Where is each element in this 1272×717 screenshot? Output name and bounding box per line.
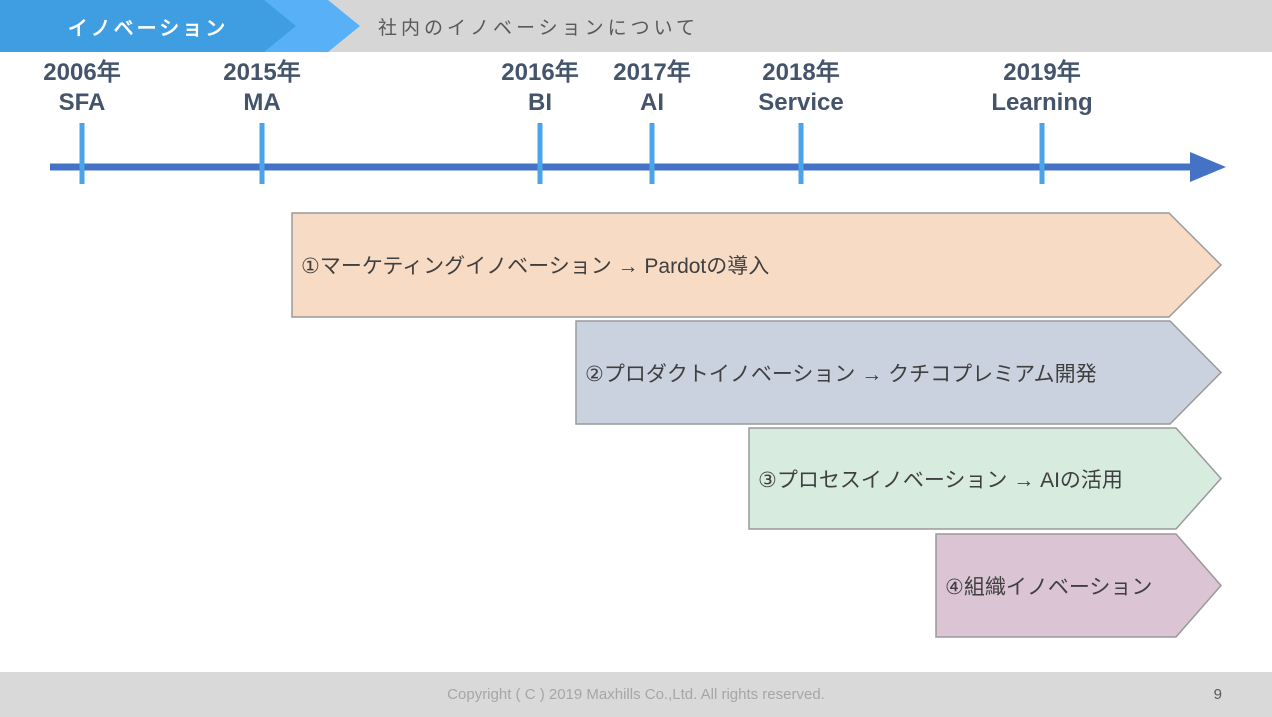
banner-organization-innovation: ④組織イノベーション [935,533,1223,638]
page-number: 9 [1213,686,1222,703]
banner-label: ④組織イノベーション [945,575,1153,599]
banner-product-innovation: ②プロダクトイノベーション → クチコプレミアム開発 [575,320,1223,425]
banner-marketing-innovation: ①マーケティングイノベーション → Pardotの導入 [291,212,1223,318]
slide-header: イノベーション 社内のイノベーションについて [0,0,1272,52]
timeline-line [50,163,1196,171]
timeline-milestone-2006: 2006年 SFA [0,58,172,118]
banner-label: ①マーケティングイノベーション → Pardotの導入 [301,255,770,278]
slide-title: 社内のイノベーションについて [378,17,700,39]
banner-arrow-shape [575,320,1223,425]
chevron-dark-shape [0,0,296,52]
milestone-label: Learning [991,89,1093,116]
timeline-tick-2015 [259,123,265,184]
timeline-milestone-2018: 2018年 Service [711,58,891,118]
timeline-tick-2016 [537,123,543,184]
milestone-label: BI [528,89,552,116]
timeline-tick-2019 [1039,123,1045,184]
banner-arrow-shape [748,427,1223,530]
milestone-label: SFA [58,89,106,116]
banner-label: ③プロセスイノベーション → AIの活用 [758,468,1123,492]
milestone-year: 2015年 [223,59,301,86]
milestone-year: 2016年 [501,59,579,86]
milestone-year: 2006年 [43,59,121,86]
timeline-tick-2018 [798,123,804,184]
banner-arrow-shape [935,533,1222,638]
banner-arrow-shape [291,212,1223,318]
timeline-tick-2017 [649,123,655,184]
timeline-milestone-2017: 2017年 AI [562,58,742,118]
milestone-label: AI [640,89,664,116]
milestone-label: Service [758,89,844,116]
timeline-milestone-2019: 2019年 Learning [952,58,1132,118]
slide-footer: Copyright ( C ) 2019 Maxhills Co.,Ltd. A… [0,672,1272,717]
section-tab-label: イノベーション [67,17,229,40]
banner-label: ②プロダクトイノベーション → クチコプレミアム開発 [585,362,1097,386]
timeline-tick-2006 [79,123,85,184]
timeline-milestone-2015: 2015年 MA [172,58,352,118]
milestone-label: MA [243,89,281,116]
header-chevron-tabs [0,0,360,52]
banner-process-innovation: ③プロセスイノベーション → AIの活用 [748,427,1223,530]
milestone-year: 2018年 [762,59,840,86]
timeline-milestone-2016: 2016年 BI [450,58,630,118]
timeline-axis [50,123,1226,184]
milestone-year: 2019年 [1003,59,1081,86]
milestone-year: 2017年 [613,59,691,86]
timeline-arrowhead-icon [1190,152,1226,182]
copyright-text: Copyright ( C ) 2019 Maxhills Co.,Ltd. A… [447,686,825,703]
